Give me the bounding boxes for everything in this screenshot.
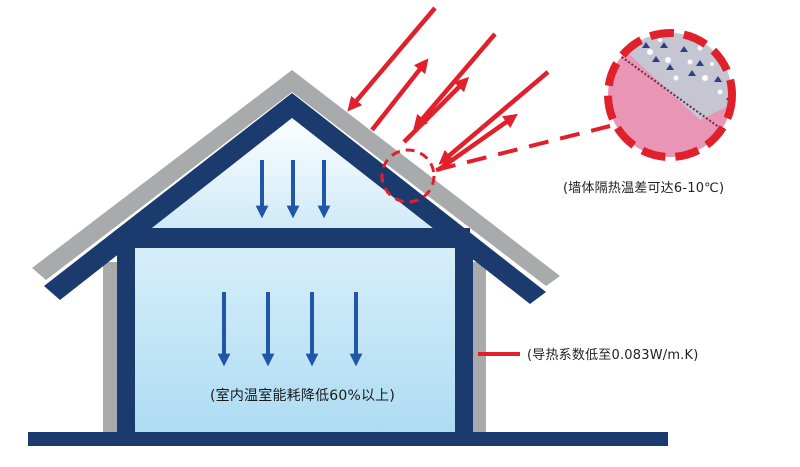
sun-ray-arrows — [347, 6, 550, 172]
wall-temperature-label: (墙体隔热温差可达6-10℃) — [563, 181, 725, 196]
interior-room — [135, 248, 455, 432]
magnify-connector — [435, 124, 611, 172]
wall-left — [117, 248, 135, 434]
wall-right — [455, 248, 473, 434]
red-arrow-icon — [370, 58, 429, 132]
outer-wall-left — [103, 262, 117, 432]
energy-saving-label: (室内温室能耗降低60%以上) — [210, 388, 396, 404]
thermal-conductivity-label: (导热系数低至0.083W/m.K) — [527, 348, 699, 363]
red-arrow-icon — [402, 76, 470, 144]
room-heat-arrows — [217, 292, 363, 367]
red-arrow-icon — [413, 32, 497, 130]
attic-floor-beam — [118, 228, 470, 248]
magnify-target-circle — [380, 148, 436, 204]
red-arrow-icon — [438, 70, 550, 165]
attic-heat-arrows — [255, 160, 331, 219]
red-arrow-icon — [436, 113, 518, 172]
magnifier-circle-icon — [604, 29, 736, 161]
ground-slab — [28, 432, 668, 446]
red-arrow-icon — [347, 6, 437, 112]
outer-wall-right — [472, 262, 486, 432]
